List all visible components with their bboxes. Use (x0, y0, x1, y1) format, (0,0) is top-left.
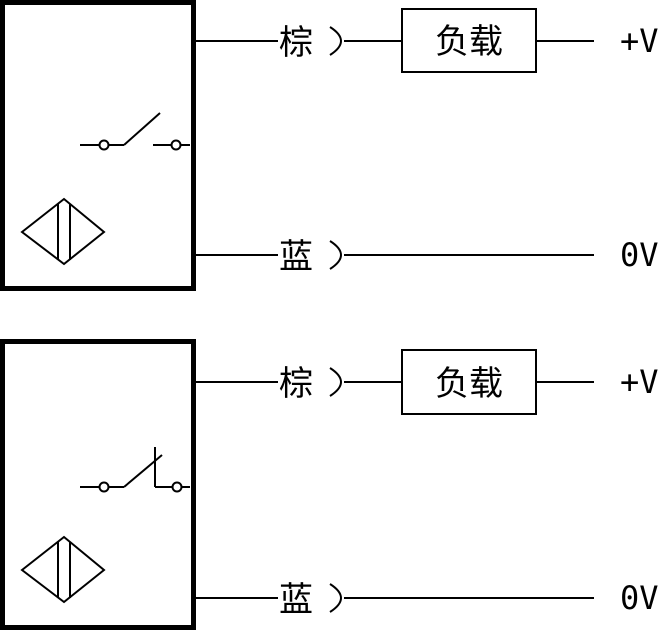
blue-wire-label: 蓝 (279, 237, 313, 277)
load-label: 负载 (435, 364, 503, 404)
brown-wire-label: 棕 (279, 364, 313, 404)
sensor-body (0, 339, 196, 630)
connector-icon (329, 240, 342, 270)
circuit-1: 棕 负载 +V 蓝 0V (0, 0, 659, 291)
connector-icon (329, 26, 342, 56)
inductive-sensor-icon (20, 535, 106, 604)
sensor-body (0, 0, 196, 291)
load-label: 负载 (435, 22, 503, 62)
zero-v-label: 0V (620, 236, 659, 274)
plus-v-label: +V (620, 363, 659, 401)
nc-switch-symbol (80, 447, 190, 493)
plus-v-label: +V (620, 22, 659, 60)
brown-wire-label: 棕 (279, 23, 313, 63)
blue-wire-label: 蓝 (279, 580, 313, 620)
no-switch-symbol (80, 112, 190, 151)
circuit-2: 棕 负载 +V 蓝 0V (0, 339, 659, 630)
inductive-sensor-icon (20, 197, 106, 266)
connector-icon (329, 367, 342, 397)
connector-icon (329, 583, 342, 613)
zero-v-label: 0V (620, 579, 659, 617)
